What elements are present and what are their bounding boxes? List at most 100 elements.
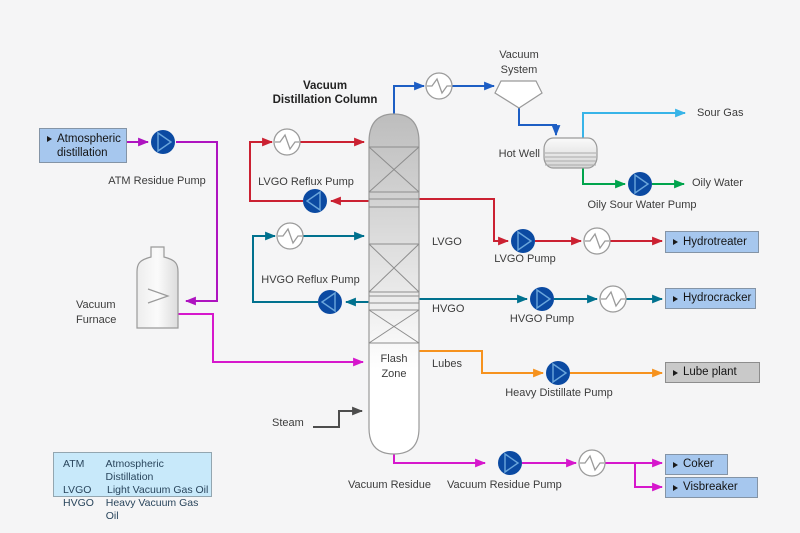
lvgo-pump-label: LVGO Pump [494, 253, 556, 265]
link-lube-plant[interactable]: Lube plant [665, 362, 760, 383]
link-visbreaker[interactable]: Visbreaker [665, 477, 758, 498]
vacuum-residue-to-visbreaker-line [634, 463, 664, 492]
column-shell [368, 113, 420, 455]
vacuum-system-symbol [494, 80, 543, 109]
link-label: Hydrotreater [683, 235, 747, 248]
vacuum-residue-pump-label: Vacuum Residue Pump [447, 479, 562, 491]
vacuum-system-label: Vacuum System [487, 48, 551, 78]
hvgo-product-exchanger-icon [599, 285, 627, 313]
link-label: Lube plant [683, 366, 737, 378]
link-arrow-icon [673, 295, 678, 302]
oily-sour-water-pump-icon [628, 172, 652, 196]
vacuum-system-label-line1: Vacuum [499, 49, 539, 61]
legend-abbr: LVGO [63, 484, 92, 496]
heavy-distillate-pump-icon [546, 361, 570, 385]
legend-abbr: ATM [63, 458, 85, 470]
diagram-title: Vacuum Distillation Column [253, 79, 397, 107]
flash-zone-label: Flash Zone [369, 352, 419, 382]
legend-desc: Heavy Vacuum Gas Oil [105, 497, 199, 522]
heavy-distillate-pump-label: Heavy Distillate Pump [505, 387, 613, 399]
diagram-title-line2: Distillation Column [272, 94, 378, 106]
residue-exchanger-icon [578, 449, 606, 477]
sour-gas-line [582, 108, 687, 138]
link-arrow-icon [47, 136, 52, 142]
lvgo-stream-label: LVGO [432, 236, 462, 248]
vacuum-furnace-label-line1: Vacuum [76, 299, 116, 311]
lvgo-reflux-pump-label: LVGO Reflux Pump [258, 176, 354, 188]
packing-section-1 [368, 146, 420, 193]
link-label: Atmospheric distillation [57, 133, 121, 159]
overhead-condenser-icon [425, 72, 453, 100]
distillation-column [368, 113, 420, 455]
legend-abbr: HVGO [63, 497, 94, 509]
hvgo-reflux-pump-icon [318, 290, 342, 314]
link-atmospheric-distillation[interactable]: Atmospheric distillation [39, 128, 127, 163]
lvgo-reflux-riser-line [249, 137, 303, 202]
overhead-line-1 [393, 81, 426, 114]
lvgo-pump-icon [511, 229, 535, 253]
oily-sour-water-pump-label: Oily Sour Water Pump [587, 199, 697, 211]
lvgo-reflux-exchanger-icon [273, 128, 301, 156]
packing-section-2 [368, 243, 420, 293]
link-label: Hydrocracker [683, 292, 752, 304]
flow-lines [127, 81, 687, 492]
column-internals [368, 146, 420, 344]
legend-row-atm: ATM Atmospheric Distillation [63, 458, 211, 484]
hvgo-reflux-pump-label: HVGO Reflux Pump [261, 274, 360, 286]
vacuum-system-to-hotwell-line [518, 108, 561, 137]
hvgo-reflux-riser-line [252, 231, 318, 303]
hvgo-stream-label: HVGO [432, 303, 465, 315]
steam-label: Steam [272, 417, 304, 429]
pumps [151, 130, 652, 475]
hot-well-label: Hot Well [498, 148, 540, 160]
lubes-line-1 [419, 350, 545, 378]
diagram-title-line1: Vacuum [302, 80, 348, 92]
steam-line [313, 406, 364, 428]
flash-zone-label-line2: Zone [381, 368, 407, 380]
atm-residue-pump-label: ATM Residue Pump [108, 175, 206, 187]
link-label: Coker [683, 458, 714, 470]
link-coker[interactable]: Coker [665, 454, 728, 475]
burner-coil-icon [147, 288, 170, 304]
atm-residue-pump-icon [151, 130, 175, 154]
legend-desc: Atmospheric Distillation [105, 458, 164, 483]
oily-water-label: Oily Water [692, 177, 743, 189]
flash-zone-label-line1: Flash [380, 353, 408, 365]
link-arrow-icon [673, 461, 678, 468]
legend-row-lvgo: LVGO Light Vacuum Gas Oil [63, 484, 211, 497]
vacuum-furnace [136, 246, 179, 329]
legend-desc: Light Vacuum Gas Oil [107, 484, 209, 496]
link-arrow-icon [673, 369, 678, 376]
heat-exchangers [273, 72, 627, 477]
hvgo-pump-label: HVGO Pump [509, 313, 575, 325]
link-hydrotreater[interactable]: Hydrotreater [665, 231, 759, 253]
vacuum-furnace-label: Vacuum Furnace [76, 298, 128, 328]
lubes-stream-label: Lubes [432, 358, 462, 370]
hvgo-pump-icon [530, 287, 554, 311]
legend-box: ATM Atmospheric Distillation LVGO Light … [53, 452, 212, 522]
lvgo-reflux-pump-icon [303, 189, 327, 213]
legend-row-hvgo: HVGO Heavy Vacuum Gas Oil [63, 497, 211, 523]
vacuum-furnace-label-line2: Furnace [76, 314, 117, 326]
oily-water-line-1 [582, 166, 627, 189]
link-hydrocracker[interactable]: Hydrocracker [665, 288, 756, 309]
hot-well-liquid-lines [545, 152, 596, 166]
tray-lines-upper [369, 198, 419, 208]
lvgo-product-exchanger-icon [583, 227, 611, 255]
lvgo-draw-line-1 [419, 198, 510, 246]
sour-gas-label: Sour Gas [697, 107, 744, 119]
link-arrow-icon [673, 239, 678, 245]
link-label: Visbreaker [683, 481, 738, 493]
vacuum-residue-line-1 [393, 452, 487, 468]
vacuum-system-label-line2: System [500, 64, 538, 76]
hot-well-drum [543, 137, 598, 169]
packing-section-3 [368, 309, 420, 344]
hvgo-reflux-exchanger-icon [276, 222, 304, 250]
atm-residue-line-2 [176, 141, 218, 306]
tray-lines-lower [369, 295, 419, 304]
link-arrow-icon [673, 484, 678, 491]
vacuum-residue-pump-icon [498, 451, 522, 475]
furnace-transfer-line [178, 313, 365, 367]
